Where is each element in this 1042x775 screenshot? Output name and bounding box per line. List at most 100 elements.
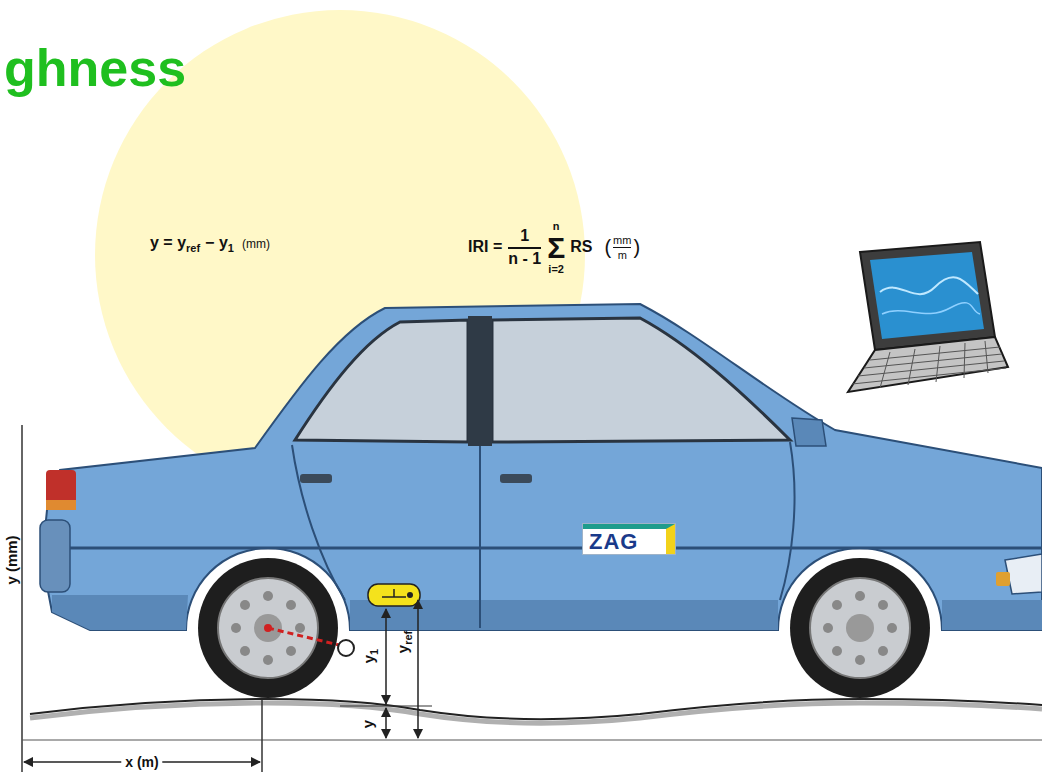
car-rect: [996, 572, 1010, 586]
bracket: (: [604, 236, 611, 259]
rear-wheel-circle: [198, 558, 338, 698]
car-path: [780, 442, 795, 600]
sensor: [368, 584, 420, 606]
numerator: 1: [520, 227, 529, 245]
axis-label: x (m): [125, 754, 158, 770]
rear-wheel-circle: [286, 600, 296, 610]
rear-wheel-circle: [218, 578, 318, 678]
road-profile-path: [30, 699, 1042, 719]
front-wheel: [790, 558, 930, 698]
unit: m: [618, 249, 627, 262]
sensor-rect: [368, 584, 420, 606]
rear-wheel-circle: [286, 646, 296, 656]
laptop-icon-polygon: [870, 252, 984, 339]
car-rect: [500, 474, 532, 483]
laptop-icon: [848, 242, 1008, 392]
car-path: [492, 318, 790, 442]
front-wheel-circle: [832, 600, 842, 610]
axis-label: y: [359, 720, 376, 728]
front-wheel-circle: [823, 623, 833, 633]
car-line: [42, 547, 1042, 550]
measurement-lines-line: [385, 609, 387, 704]
subscript: ref: [186, 242, 200, 254]
bracket: ): [633, 236, 640, 259]
front-wheel-circle: [878, 646, 888, 656]
fraction-bar: [508, 247, 541, 249]
unit: mm: [613, 234, 631, 247]
laptop-icon-path: [880, 277, 978, 294]
axis-label: y (mm): [3, 535, 20, 584]
car-path: [792, 418, 826, 446]
subscript: 1: [228, 242, 234, 254]
road-profile: [30, 699, 1042, 723]
unit: (mm): [242, 237, 270, 251]
laptop-icon-polygon: [848, 337, 1008, 392]
laptop-icon-path: [880, 341, 988, 388]
measurement-lines-line: [21, 425, 23, 772]
front-wheel-circle: [790, 558, 930, 698]
measurement-lines-line: [22, 740, 1042, 741]
measurement-lines-line: [261, 700, 263, 772]
formula: y = yref − y1 (mm): [150, 234, 270, 255]
front-wheel-circle: [855, 655, 865, 665]
formula-text: RS: [570, 238, 592, 256]
dimension-label: yref: [394, 631, 415, 653]
rear-wheel-circle: [254, 614, 282, 642]
logo-text: ZAG: [589, 530, 660, 554]
front-wheel-circle: [878, 600, 888, 610]
subscript: 1: [368, 649, 380, 655]
car-rect: [468, 316, 492, 446]
denominator: n - 1: [508, 250, 541, 268]
front-wheel-circle: [855, 591, 865, 601]
measurement-lines-line: [417, 600, 419, 738]
lower-limit: i=2: [548, 263, 564, 276]
axis-label: x (m): [121, 754, 162, 770]
unit-fraction: mmm: [613, 234, 631, 262]
rear-wheel-circle: [295, 623, 305, 633]
car-path: [942, 600, 1042, 630]
axis-label: y: [394, 645, 411, 653]
trailing-arm: [264, 624, 354, 656]
front-wheel-circle: [810, 578, 910, 678]
measurement-lines: [22, 425, 1042, 772]
sigma: Σ: [547, 233, 565, 263]
car-rect: [46, 500, 76, 510]
dimension-label: y1: [360, 649, 381, 663]
rear-wheel-circle: [263, 591, 273, 601]
upper-limit: n: [553, 220, 560, 233]
measurement-lines-line: [385, 708, 387, 738]
sensor-circle: [407, 592, 413, 598]
formula: IRI =1n - 1nΣi=2RS(mmm): [468, 220, 640, 275]
car-rect: [40, 520, 70, 592]
axis-label: y (mm): [3, 535, 20, 584]
car-rect: [300, 474, 332, 483]
subscript: ref: [402, 631, 414, 645]
dimension-label: y: [359, 720, 376, 728]
formula-text: y = y: [150, 234, 186, 251]
laptop-icon-path: [882, 303, 980, 314]
car-path: [52, 595, 188, 630]
car-line: [479, 446, 481, 628]
laptop-icon-path: [852, 347, 1006, 384]
trailing-arm-circle: [338, 640, 354, 656]
axis-label: y: [360, 655, 377, 663]
slide-title: ghness: [4, 38, 186, 98]
rear-wheel: [198, 558, 338, 698]
fraction-bar: [613, 247, 631, 248]
trailing-arm-line: [268, 628, 339, 645]
formula-text: − y: [205, 234, 228, 251]
rear-wheel-circle: [240, 600, 250, 610]
car-polygon: [1005, 554, 1042, 594]
car-path: [295, 320, 468, 442]
laptop-icon-polygon: [860, 242, 995, 350]
trailing-arm-circle: [264, 624, 272, 632]
formula-text: IRI =: [468, 238, 502, 256]
sum-sign: nΣi=2: [547, 220, 565, 275]
fraction: 1 n - 1: [508, 227, 541, 268]
front-wheel-circle: [832, 646, 842, 656]
rear-wheel-circle: [263, 655, 273, 665]
car-rect: [46, 470, 76, 510]
front-wheel-circle: [846, 614, 874, 642]
